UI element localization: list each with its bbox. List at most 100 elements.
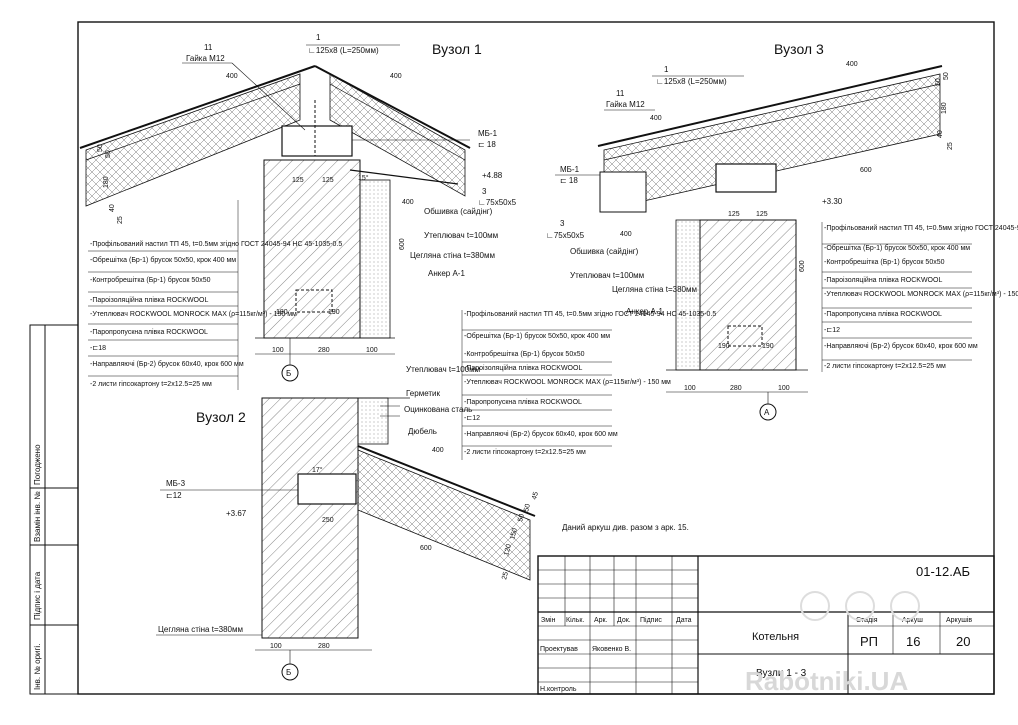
axis-a-n3 xyxy=(759,403,777,421)
axis-b-n2-label: Б xyxy=(286,668,291,677)
dim-n3-r180: 180 xyxy=(941,102,948,114)
lr-1: -Обрешітка (Бр-1) брусок 50x50, крок 400… xyxy=(824,244,970,252)
n2-seal: Герметик xyxy=(406,389,441,398)
dim-n2-50: 50 xyxy=(523,503,532,512)
roof-left-n1 xyxy=(85,73,301,207)
node-2-title: Вузол 2 xyxy=(196,409,246,425)
n3-callout-3: 3 xyxy=(560,219,565,228)
n3-insul: Утеплювач t=100мм xyxy=(570,271,644,280)
ridge-beam-n1 xyxy=(281,125,353,157)
watermark: Rabotniki.UA xyxy=(745,666,908,696)
dim-n1-400b: 400 xyxy=(390,73,402,80)
n1-insul: Утеплювач t=100мм xyxy=(424,231,498,240)
stamp-col-data: Дата xyxy=(676,617,692,624)
dim-n1-100b: 100 xyxy=(366,347,378,354)
stamp-stage: РП xyxy=(860,634,878,649)
roof-right-n1 xyxy=(329,73,466,197)
dim-n2-50b: 50 xyxy=(517,513,526,522)
dim-n1-125b: 125 xyxy=(322,177,334,184)
stamp-code: 01-12.АБ xyxy=(916,564,970,579)
ll-6: -⊏18 xyxy=(90,345,106,352)
brick-wall-n2 xyxy=(261,397,359,639)
beam-mb3-n2 xyxy=(297,473,357,505)
lm-0: -Профільований настил ТП 45, t=0.5мм згі… xyxy=(464,310,716,318)
n2-insul: Утеплювач t=100мм xyxy=(406,365,480,374)
axis-b-n1-label: Б xyxy=(286,369,291,378)
stamp-sheet-title: Вузли 1 - 3 xyxy=(756,668,807,679)
ll-7: -Направляючі (Бр-2) брусок 60x40, крок 6… xyxy=(90,360,244,368)
dim-n3-190a: 190 xyxy=(718,343,730,350)
n1-mb: МБ-1 xyxy=(478,129,498,138)
stamp-sheets-h: Аркушів xyxy=(946,616,972,624)
dim-n3-400b: 400 xyxy=(846,61,858,68)
node-1-title: Вузол 1 xyxy=(432,41,482,57)
dim-n1-190: 190 xyxy=(328,309,340,316)
node-3: Вузол 3 1 ∟125x8 (L=250мм) 11 Гайка М12 … xyxy=(546,41,954,421)
dim-n2-120: 120 xyxy=(503,543,513,556)
side-sign-date: Підпис і дата xyxy=(33,571,42,620)
n2-dowel: Дюбель xyxy=(408,427,437,436)
dim-n1-50b: 50 xyxy=(105,150,112,158)
n3-cladding: Обшивка (сайдінг) xyxy=(570,247,639,256)
axis-b-n2 xyxy=(281,663,299,681)
stamp-designed-h: Проектував xyxy=(540,646,578,653)
lm-7: -Направляючі (Бр-2) брусок 60x40, крок 6… xyxy=(464,430,618,438)
lr-0: -Профільований настил ТП 45, t=0.5мм згі… xyxy=(824,224,1018,232)
dim-n3-190b: 190 xyxy=(762,343,774,350)
lr-2: -Контробрешітка (Бр-1) брусок 50x50 xyxy=(824,258,945,266)
axis-b-n1 xyxy=(281,364,299,382)
lr-7: -Направляючі (Бр-2) брусок 60x40, крок 6… xyxy=(824,342,978,350)
stamp-control-h: Н.контроль xyxy=(540,686,577,693)
dim-n2-17: 17° xyxy=(312,466,323,474)
node-2: Вузол 2 Утеплювач t=100мм Герметик Оцинк… xyxy=(156,365,540,681)
dim-n3-r25: 25 xyxy=(947,142,954,150)
n1-callout-1: 1 xyxy=(316,33,321,42)
n1-callout-nut: Гайка М12 xyxy=(186,54,225,63)
ll-8: -2 листи гіпсокартону t=2x12.5=25 мм xyxy=(90,380,212,388)
ll-1: -Обрешітка (Бр-1) брусок 50x50, крок 400… xyxy=(90,256,236,264)
roof-n2 xyxy=(357,449,531,581)
axis-a-n3-label: А xyxy=(764,408,770,417)
dim-n3-600: 600 xyxy=(860,167,872,174)
dim-n1-400a: 400 xyxy=(226,73,238,80)
dim-n1-15: 15° xyxy=(358,174,369,182)
lm-8: -2 листи гіпсокартону t=2x12.5=25 мм xyxy=(464,448,586,456)
lr-6: -⊏12 xyxy=(824,327,840,334)
n3-angle: ∟125x8 (L=250мм) xyxy=(656,77,727,86)
dim-n1-400c: 400 xyxy=(402,199,414,206)
dim-n1-180: 180 xyxy=(103,176,110,188)
stamp-col-kilk: Кільк. xyxy=(566,616,584,624)
layers-list-middle: -Профільований настил ТП 45, t=0.5мм згі… xyxy=(461,310,716,460)
n3-callout-11: 11 xyxy=(616,89,625,98)
dim-n2-25: 25 xyxy=(501,571,510,580)
stamp-sheets: 20 xyxy=(956,634,970,649)
stamp-object: Котельня xyxy=(752,631,799,643)
lr-4: -Утеплювач ROCKWOOL MONROCK MAX (ρ=115кг… xyxy=(824,291,1018,298)
dim-n3-400c: 400 xyxy=(620,231,632,238)
dim-n3-r40: 40 xyxy=(937,130,944,138)
dim-n3-r50: 50 xyxy=(935,78,942,86)
side-stamp: Погоджено Взамін інв. № Підпис і дата Ін… xyxy=(29,324,79,695)
n3-anchor: Анкер А-1 xyxy=(626,307,663,316)
dim-n3-125a: 125 xyxy=(728,211,740,218)
lr-8: -2 листи гіпсокартону t=2x12.5=25 мм xyxy=(824,362,946,370)
brick-wall-n3 xyxy=(699,219,797,371)
lm-5: -Паропропускна плівка ROCKWOOL xyxy=(464,398,582,406)
dim-n2-250: 250 xyxy=(322,517,334,524)
watermark-helmet-icon-2 xyxy=(845,591,875,621)
ll-4: -Утеплювач ROCKWOOL MONROCK MAX (ρ=115кг… xyxy=(90,311,297,318)
dim-n2-400: 400 xyxy=(432,447,444,454)
stamp-sheet: 16 xyxy=(906,634,920,649)
n1-mark: +4.88 xyxy=(482,171,503,180)
lm-3: -Пароізоляційна плівка ROCKWOOL xyxy=(464,364,582,372)
node-3-title: Вузол 3 xyxy=(774,41,824,57)
n1-wall: Цегляна стіна t=380мм xyxy=(410,251,495,260)
wall-insulation-n1 xyxy=(359,179,391,339)
dim-n3-r50b: 50 xyxy=(943,72,950,80)
dim-n1-180b: 180 xyxy=(276,309,288,316)
lm-2: -Контробрешітка (Бр-1) брусок 50x50 xyxy=(464,350,585,358)
stamp-col-zmin: Змін xyxy=(541,616,556,624)
stamp-sheet-h: Аркуш xyxy=(902,617,923,624)
n3-mb: МБ-1 xyxy=(560,165,580,174)
